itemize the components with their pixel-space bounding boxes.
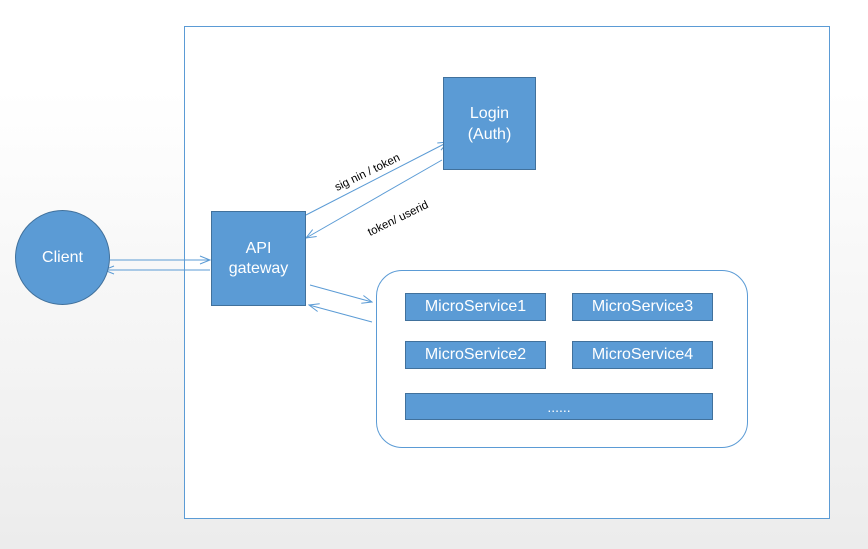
client-label: Client [42, 248, 83, 266]
microservice-2-node: MicroService2 [405, 341, 546, 369]
microservice-1-node: MicroService1 [405, 293, 546, 321]
login-auth-node: Login (Auth) [443, 77, 536, 170]
api-gateway-label: API gateway [228, 239, 289, 277]
microservice-3-label: MicroService3 [591, 298, 694, 315]
more-services-node: ...... [405, 393, 713, 420]
microservice-1-label: MicroService1 [424, 298, 527, 315]
login-auth-label: Login (Auth) [467, 104, 512, 143]
microservice-4-label: MicroService4 [591, 346, 694, 363]
microservice-3-node: MicroService3 [572, 293, 713, 321]
more-services-label: ...... [547, 398, 571, 415]
microservice-2-label: MicroService2 [424, 346, 527, 363]
microservice-4-node: MicroService4 [572, 341, 713, 369]
api-gateway-node: API gateway [211, 211, 306, 306]
microservices-group: MicroService1 MicroService3 MicroService… [376, 270, 748, 448]
client-node: Client [15, 210, 110, 305]
